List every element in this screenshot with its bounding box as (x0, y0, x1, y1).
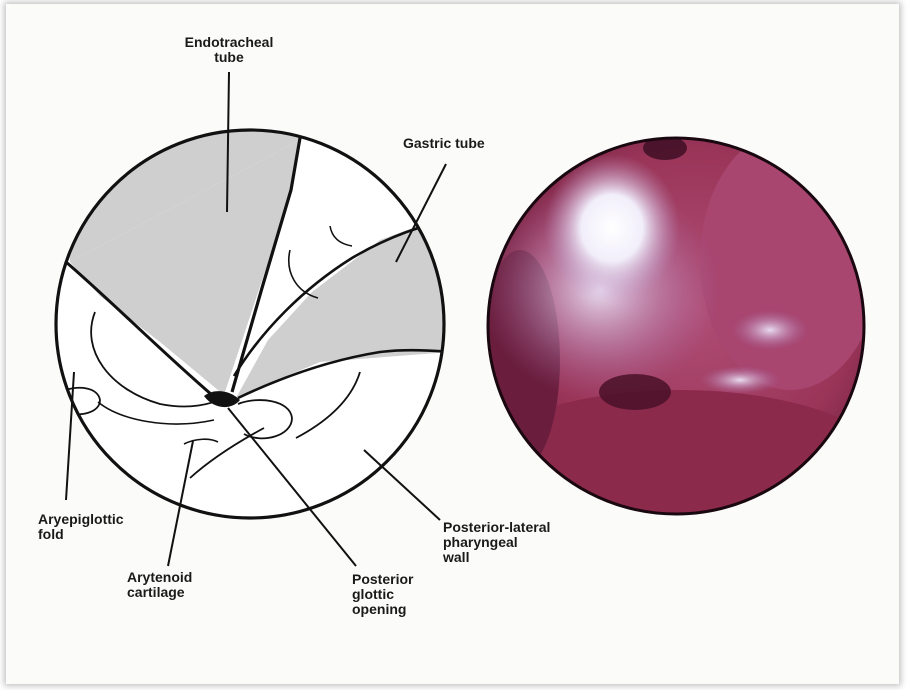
leader-posterior-lateral-wall (364, 450, 440, 520)
label-arytenoid-cartilage: Arytenoid cartilage (127, 570, 192, 600)
label-posterior-glottic-opening: Posterior glottic opening (352, 572, 413, 617)
label-endotracheal-tube: Endotracheal tube (175, 35, 283, 65)
photo-glare-small-1 (732, 310, 808, 350)
photo-dark-opening (599, 374, 671, 410)
label-aryepiglottic-fold: Aryepiglottic fold (38, 512, 124, 542)
label-posterior-lateral-wall: Posterior-lateral pharyngeal wall (443, 520, 550, 565)
label-gastric-tube: Gastric tube (403, 136, 485, 151)
schematic-view (56, 130, 450, 518)
endoscopic-photo (470, 130, 890, 550)
photo-glare-small-2 (700, 366, 780, 394)
